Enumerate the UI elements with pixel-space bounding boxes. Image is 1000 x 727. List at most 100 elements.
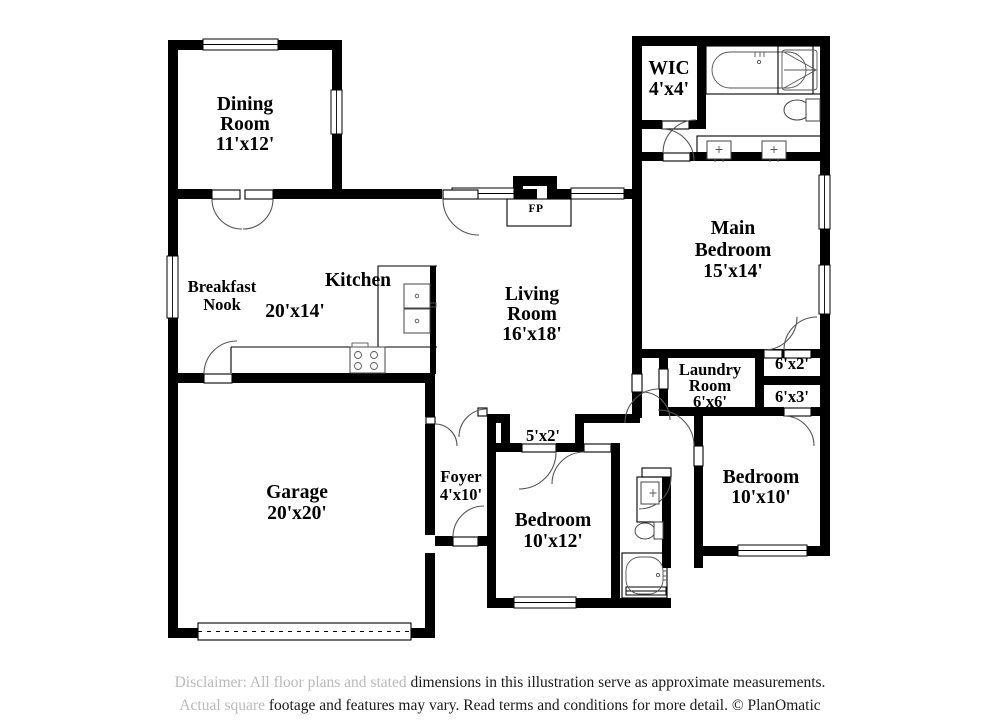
wall-bed2-east-a [611, 443, 620, 608]
wall-garage-bottom-left [168, 628, 198, 638]
hall-bath-toilet [634, 521, 664, 540]
hall-bath-vanity [636, 476, 664, 523]
door-foyer-hall [452, 505, 485, 547]
wall-bed3-west-a [694, 416, 703, 446]
garage-overhead-door [197, 622, 412, 641]
door-kitchen-north [442, 189, 480, 236]
master-toilet [783, 98, 821, 122]
label-bedroom2-dim: 10'x12' [523, 531, 583, 552]
door-bedroom3 [657, 409, 704, 467]
door-wic [661, 120, 695, 162]
label-living-room-line1: Living [505, 284, 559, 305]
wall-laundry-bottom [659, 407, 764, 416]
label-closet-b-dim: 6'x3' [775, 387, 809, 406]
label-garage-dim: 20'x20' [267, 503, 327, 524]
room-labels-group: Dining Room 11'x12' Breakfast Nook Kitch… [188, 58, 809, 552]
label-foyer-dim: 4'x10' [440, 485, 482, 504]
label-main-bedroom-line2: Bedroom [695, 240, 772, 261]
wall-fireplace-top [513, 176, 557, 186]
door-closet-a [783, 316, 818, 359]
label-garage: Garage [266, 482, 328, 503]
wall-dining-bottom-right [273, 189, 342, 199]
wall-bed2-west [487, 414, 496, 606]
wall-north-kitchen-a [342, 189, 442, 199]
window-dining-north [202, 38, 279, 51]
wall-east-exterior-b [820, 228, 830, 266]
doors-group [197, 119, 818, 641]
disclaimer-line-1-clear: dimensions in this illustration serve as… [410, 674, 826, 692]
wall-masterbath-south-b [690, 152, 820, 161]
wall-laundry-top [659, 349, 820, 358]
window-bedroom3-south [737, 544, 808, 557]
door-master-bath [662, 119, 697, 162]
label-main-bedroom-dim: 15'x14' [703, 261, 763, 282]
label-closet-a-dim: 6'x2' [775, 354, 809, 373]
label-breakfast-nook-line1: Breakfast [188, 277, 257, 296]
walls-group [168, 36, 830, 638]
label-dining-room-line1: Dining [217, 94, 274, 115]
label-kitchen: Kitchen [325, 270, 391, 291]
kitchen-range [349, 342, 386, 374]
wall-north-kitchen-b [513, 189, 537, 199]
label-dining-room-line2: Room [220, 114, 270, 135]
label-wic: WIC [648, 58, 689, 79]
wall-hallbath-south [620, 598, 671, 608]
label-foyer: Foyer [440, 467, 481, 486]
wall-closetc-east [575, 414, 584, 450]
wall-garage-bottom-right [411, 628, 435, 638]
wall-dining-left [168, 40, 178, 190]
wall-garage-east-b [425, 424, 435, 535]
label-living-room-line2: Room [507, 304, 557, 325]
window-breakfast-west [166, 255, 179, 319]
wall-closetc-west [501, 414, 510, 450]
disclaimer-line-2: Actual square footage and features may v… [0, 695, 1000, 717]
wall-bed2-south-b [575, 598, 620, 608]
wall-west-lower [168, 318, 178, 638]
wall-fireplace-right [547, 176, 557, 199]
disclaimer-line-2-clear: footage and features may vary. Read term… [268, 696, 821, 714]
wall-wic-bottom-l [642, 120, 662, 129]
wall-foyer-south-a [435, 536, 453, 546]
wall-living-east-a [632, 189, 642, 374]
kitchen-sink [403, 283, 437, 334]
label-breakfast-nook-line2: Nook [203, 295, 241, 314]
door-foyer-north [458, 407, 488, 438]
label-laundry-room-line1: Laundry [679, 360, 742, 379]
wall-wic-east [697, 46, 706, 129]
wall-east-exterior-c [820, 313, 830, 556]
label-laundry-room-dim: 6'x6' [693, 392, 727, 411]
wall-garage-east-c [425, 553, 435, 638]
wall-wic-bottom-r [689, 120, 706, 129]
label-bedroom3-dim: 10'x10' [731, 487, 791, 508]
fixtures-group [230, 45, 822, 599]
wall-dining-bottom-left [168, 189, 212, 199]
wall-north-living-b [623, 189, 640, 199]
label-wic-dim: 4'x4' [649, 79, 689, 100]
window-hallbath-south [625, 586, 667, 596]
label-dining-room-dim: 11'x12' [216, 134, 275, 155]
door-main-bedroom [763, 316, 798, 359]
wall-master-west-a [632, 36, 642, 156]
wall-bed2-north-b [575, 414, 640, 423]
label-bedroom2: Bedroom [515, 510, 592, 531]
window-main-bedroom-east-upper [818, 174, 831, 230]
door-garage-entry [425, 416, 458, 447]
wall-hall-stub-a [642, 349, 659, 358]
fireplace [506, 198, 572, 227]
disclaimer-line-1-faded: Disclaimer: All floor plans and stated [174, 674, 407, 692]
wall-closetb-bottom2 [811, 407, 820, 416]
label-fireplace: FP [528, 203, 543, 215]
wall-laundry-west-a [659, 349, 668, 369]
hall-bathtub [621, 552, 668, 599]
door-bedroom2 [551, 443, 612, 485]
door-closet-b [783, 407, 815, 447]
door-dining-double [211, 189, 274, 230]
door-closet-c [518, 443, 557, 490]
wall-living-east-b [632, 392, 642, 418]
wall-fireplace-left [513, 176, 523, 199]
label-living-room-dim: 16'x18' [502, 324, 562, 345]
wall-closetb-bottom [764, 407, 784, 416]
label-closet-c-dim: 5'x2' [526, 426, 560, 445]
label-main-bedroom-line1: Main [711, 218, 756, 239]
